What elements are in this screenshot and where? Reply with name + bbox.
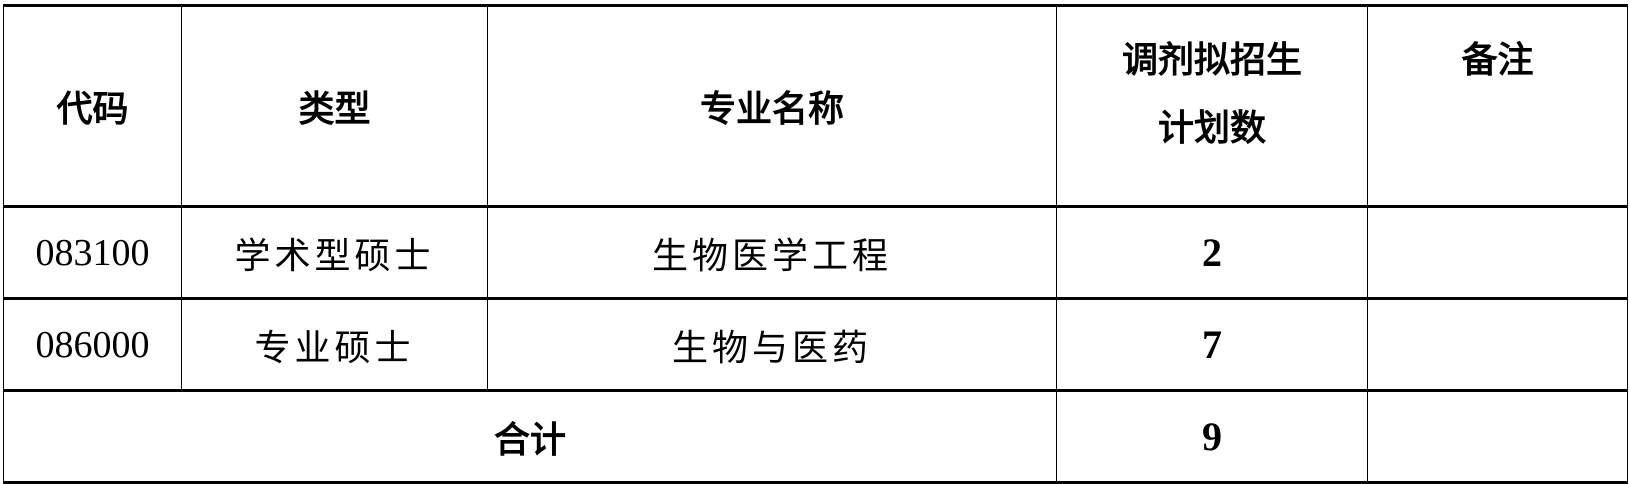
header-plan-line2: 计划数 bbox=[1157, 108, 1266, 149]
cell-plan: 2 bbox=[1056, 205, 1368, 299]
header-code: 代码 bbox=[3, 5, 182, 207]
total-remarks bbox=[1367, 389, 1628, 483]
total-label: 合计 bbox=[3, 389, 1057, 483]
cell-remarks bbox=[1367, 205, 1628, 299]
cell-code: 083100 bbox=[3, 205, 182, 299]
cell-type: 专业硕士 bbox=[181, 297, 488, 391]
admission-plan-table: 代码 类型 专业名称 调剂拟招生 计划数 备注 083100 学术型硕士 生物医… bbox=[3, 4, 1628, 484]
cell-type: 学术型硕士 bbox=[181, 205, 488, 299]
cell-remarks bbox=[1367, 297, 1628, 391]
header-remarks: 备注 bbox=[1367, 5, 1628, 207]
header-plan: 调剂拟招生 计划数 bbox=[1056, 5, 1368, 207]
cell-major: 生物医学工程 bbox=[487, 205, 1057, 299]
header-major: 专业名称 bbox=[487, 5, 1057, 207]
table-row: 086000 专业硕士 生物与医药 7 bbox=[3, 297, 1628, 391]
cell-code: 086000 bbox=[3, 297, 182, 391]
header-plan-line1: 调剂拟招生 bbox=[1121, 40, 1302, 81]
cell-plan: 7 bbox=[1056, 297, 1368, 391]
header-type: 类型 bbox=[181, 5, 488, 207]
cell-major: 生物与医药 bbox=[487, 297, 1057, 391]
total-row: 合计 9 bbox=[3, 389, 1628, 483]
table-row: 083100 学术型硕士 生物医学工程 2 bbox=[3, 205, 1628, 299]
total-plan: 9 bbox=[1056, 389, 1368, 483]
header-row: 代码 类型 专业名称 调剂拟招生 计划数 备注 bbox=[3, 5, 1628, 207]
